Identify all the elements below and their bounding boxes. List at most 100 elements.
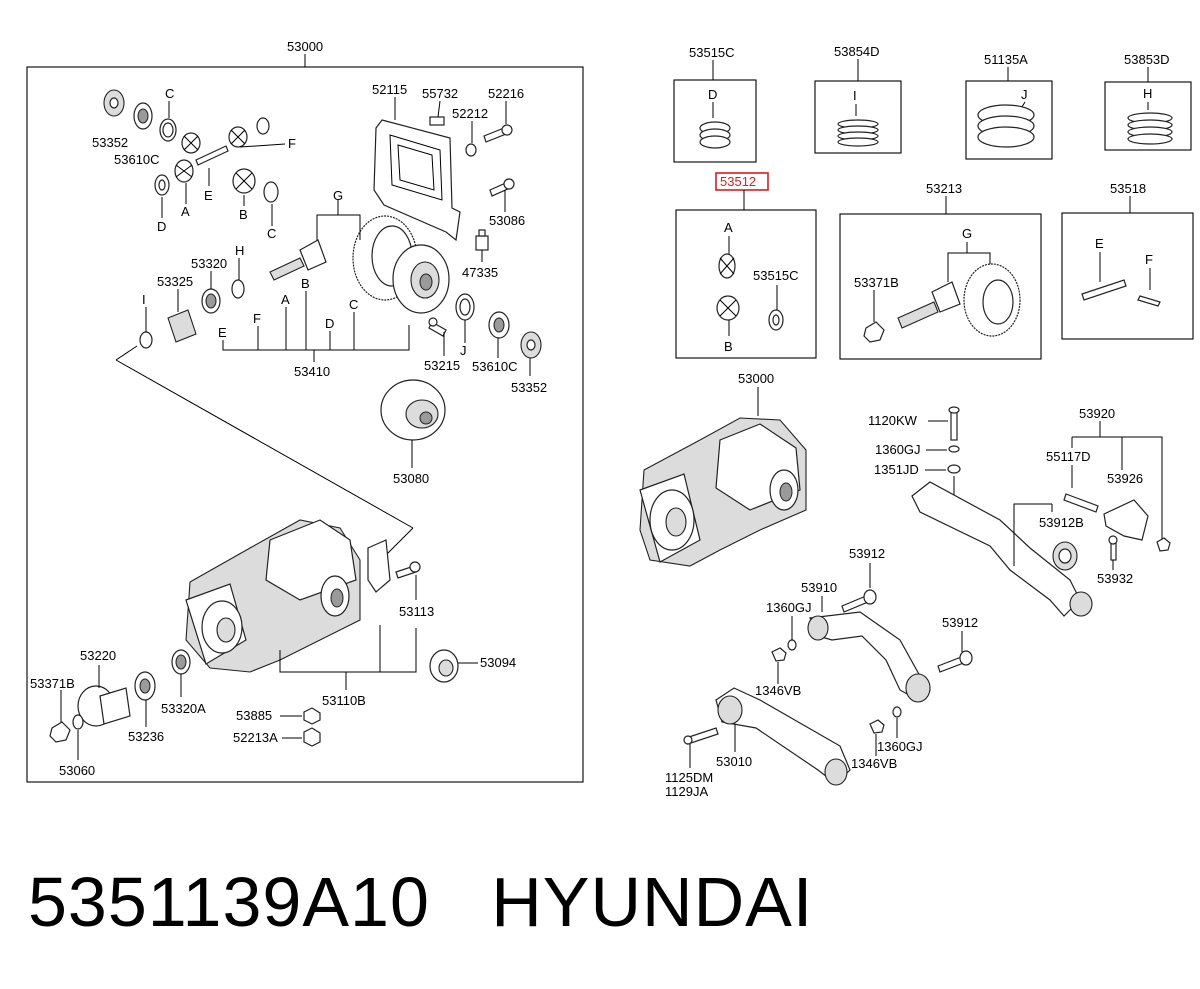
pinion-gear-a[interactable] <box>174 159 194 183</box>
label-53086[interactable]: 53086 <box>489 213 525 228</box>
side-gear-b[interactable] <box>232 168 256 194</box>
label-53371b-main[interactable]: 53371B <box>30 676 75 691</box>
label-52213a[interactable]: 52213A <box>233 730 278 745</box>
label-e-left[interactable]: E <box>204 188 213 203</box>
spring-j[interactable] <box>977 104 1035 148</box>
plug-55732[interactable] <box>429 116 445 126</box>
spring-h[interactable] <box>1127 112 1173 145</box>
mount-53094[interactable] <box>429 649 459 683</box>
kit-letter-1[interactable]: D <box>708 87 717 102</box>
bolt-53912-top[interactable] <box>841 589 877 613</box>
label-52115[interactable]: 52115 <box>372 82 407 97</box>
kit-number-2[interactable]: 53854D <box>834 44 880 59</box>
washer-1360gj-mid[interactable] <box>787 639 797 651</box>
kit-53213-label-g[interactable]: G <box>962 226 972 241</box>
cross-member-53010[interactable] <box>715 687 851 786</box>
label-53060[interactable]: 53060 <box>59 763 95 778</box>
pinion-shaft[interactable] <box>269 239 327 281</box>
gear-top-center[interactable] <box>228 126 248 148</box>
nut-52213a[interactable] <box>303 727 321 747</box>
kit-letter-4[interactable]: H <box>1143 86 1152 101</box>
nut-1346vb-right[interactable] <box>869 719 885 734</box>
kit-53213-number[interactable]: 53213 <box>926 181 962 196</box>
mount-label-1346vb-b[interactable]: 1346VB <box>851 756 897 771</box>
bracket-label-a[interactable]: A <box>281 292 290 307</box>
label-47335[interactable]: 47335 <box>462 265 498 280</box>
label-53885[interactable]: 53885 <box>236 708 272 723</box>
mount-label-1346vb-a[interactable]: 1346VB <box>755 683 801 698</box>
breather-47335[interactable] <box>475 229 489 251</box>
mount-label-1360gj-c[interactable]: 1360GJ <box>877 739 923 754</box>
pin-e-kit[interactable] <box>1081 279 1127 301</box>
pinion-a-kit[interactable] <box>718 253 736 279</box>
bolt-52216[interactable] <box>483 124 513 143</box>
differential-case[interactable] <box>392 244 450 314</box>
kit-53512-label-sub[interactable]: 53515C <box>753 268 799 283</box>
label-h[interactable]: H <box>235 243 244 258</box>
bushing-53912b[interactable] <box>1052 541 1078 571</box>
bolt-1125dm[interactable] <box>683 727 719 745</box>
mount-label-53912b-a[interactable]: 53912B <box>1039 515 1084 530</box>
bearing-53320[interactable] <box>201 288 221 314</box>
label-53220[interactable]: 53220 <box>80 648 116 663</box>
label-53236[interactable]: 53236 <box>128 729 164 744</box>
washer-1351jd[interactable] <box>947 464 961 474</box>
label-53320a[interactable]: 53320A <box>161 701 206 716</box>
kit-53518-label-e[interactable]: E <box>1095 236 1104 251</box>
kit-number-4[interactable]: 53853D <box>1124 52 1170 67</box>
kit-number-3[interactable]: 51135A <box>984 52 1028 67</box>
bolt-53215[interactable] <box>428 317 447 337</box>
label-52212[interactable]: 52212 <box>452 106 488 121</box>
mount-label-53010[interactable]: 53010 <box>716 754 752 769</box>
kit-letter-2[interactable]: I <box>853 88 857 103</box>
ring-i[interactable] <box>139 331 153 349</box>
mount-label-53920[interactable]: 53920 <box>1079 406 1115 421</box>
label-53325[interactable]: 53325 <box>157 274 193 289</box>
label-b-left[interactable]: B <box>239 207 248 222</box>
kit-53518-label-f[interactable]: F <box>1145 252 1153 267</box>
mount-label-1120kw[interactable]: 1120KW <box>868 413 918 428</box>
bearing-53610c-right[interactable] <box>488 311 510 339</box>
label-d-left[interactable]: D <box>157 219 166 234</box>
washer-53060[interactable] <box>72 714 84 730</box>
washer-52212[interactable] <box>465 143 477 157</box>
label-53352-top[interactable]: 53352 <box>92 135 128 150</box>
mount-label-53912-a[interactable]: 53912 <box>849 546 885 561</box>
side-gear-b-kit[interactable] <box>716 295 740 321</box>
bolt-53932[interactable] <box>1108 535 1118 561</box>
nut-1346vb-left[interactable] <box>771 647 787 662</box>
label-53352-right[interactable]: 53352 <box>511 380 547 395</box>
pin-f-kit[interactable] <box>1137 295 1161 307</box>
ring-small[interactable] <box>256 117 270 135</box>
flange-53220[interactable] <box>77 685 131 727</box>
label-a-left[interactable]: A <box>181 204 190 219</box>
seal-j[interactable] <box>455 293 475 321</box>
cover-52115[interactable] <box>373 119 461 242</box>
label-53110b[interactable]: 53110B <box>322 693 366 708</box>
ring-c-left[interactable] <box>263 181 279 203</box>
rear-member-arm[interactable] <box>911 481 1093 617</box>
nut-53371b[interactable] <box>49 721 71 743</box>
nut-53885[interactable] <box>303 707 321 725</box>
label-53410[interactable]: 53410 <box>294 364 330 379</box>
mount-label-1129ja[interactable]: 1129JA <box>665 784 708 799</box>
bearing-53610c[interactable] <box>133 102 153 130</box>
kit-53512-label-b[interactable]: B <box>724 339 733 354</box>
washer-53352[interactable] <box>103 89 125 117</box>
ring-h[interactable] <box>231 279 245 299</box>
label-i[interactable]: I <box>142 292 146 307</box>
highlighted-part-number[interactable]: 53512 <box>720 174 756 189</box>
label-53610c-right[interactable]: 53610C <box>472 359 518 374</box>
kit-53213-label-bolt[interactable]: 53371B <box>854 275 899 290</box>
spring-i[interactable] <box>837 119 879 147</box>
kit-53518-number[interactable]: 53518 <box>1110 181 1146 196</box>
bearing-53320a[interactable] <box>171 649 191 675</box>
mount-label-53926[interactable]: 53926 <box>1107 471 1143 486</box>
bracket-label-e[interactable]: E <box>218 325 227 340</box>
label-c-top[interactable]: C <box>165 86 174 101</box>
mount-label-53912-b[interactable]: 53912 <box>942 615 978 630</box>
washer-1360gj-top[interactable] <box>948 445 960 453</box>
nut-kit[interactable] <box>863 321 885 343</box>
arm-53910[interactable] <box>807 611 931 703</box>
label-j[interactable]: J <box>460 343 467 358</box>
